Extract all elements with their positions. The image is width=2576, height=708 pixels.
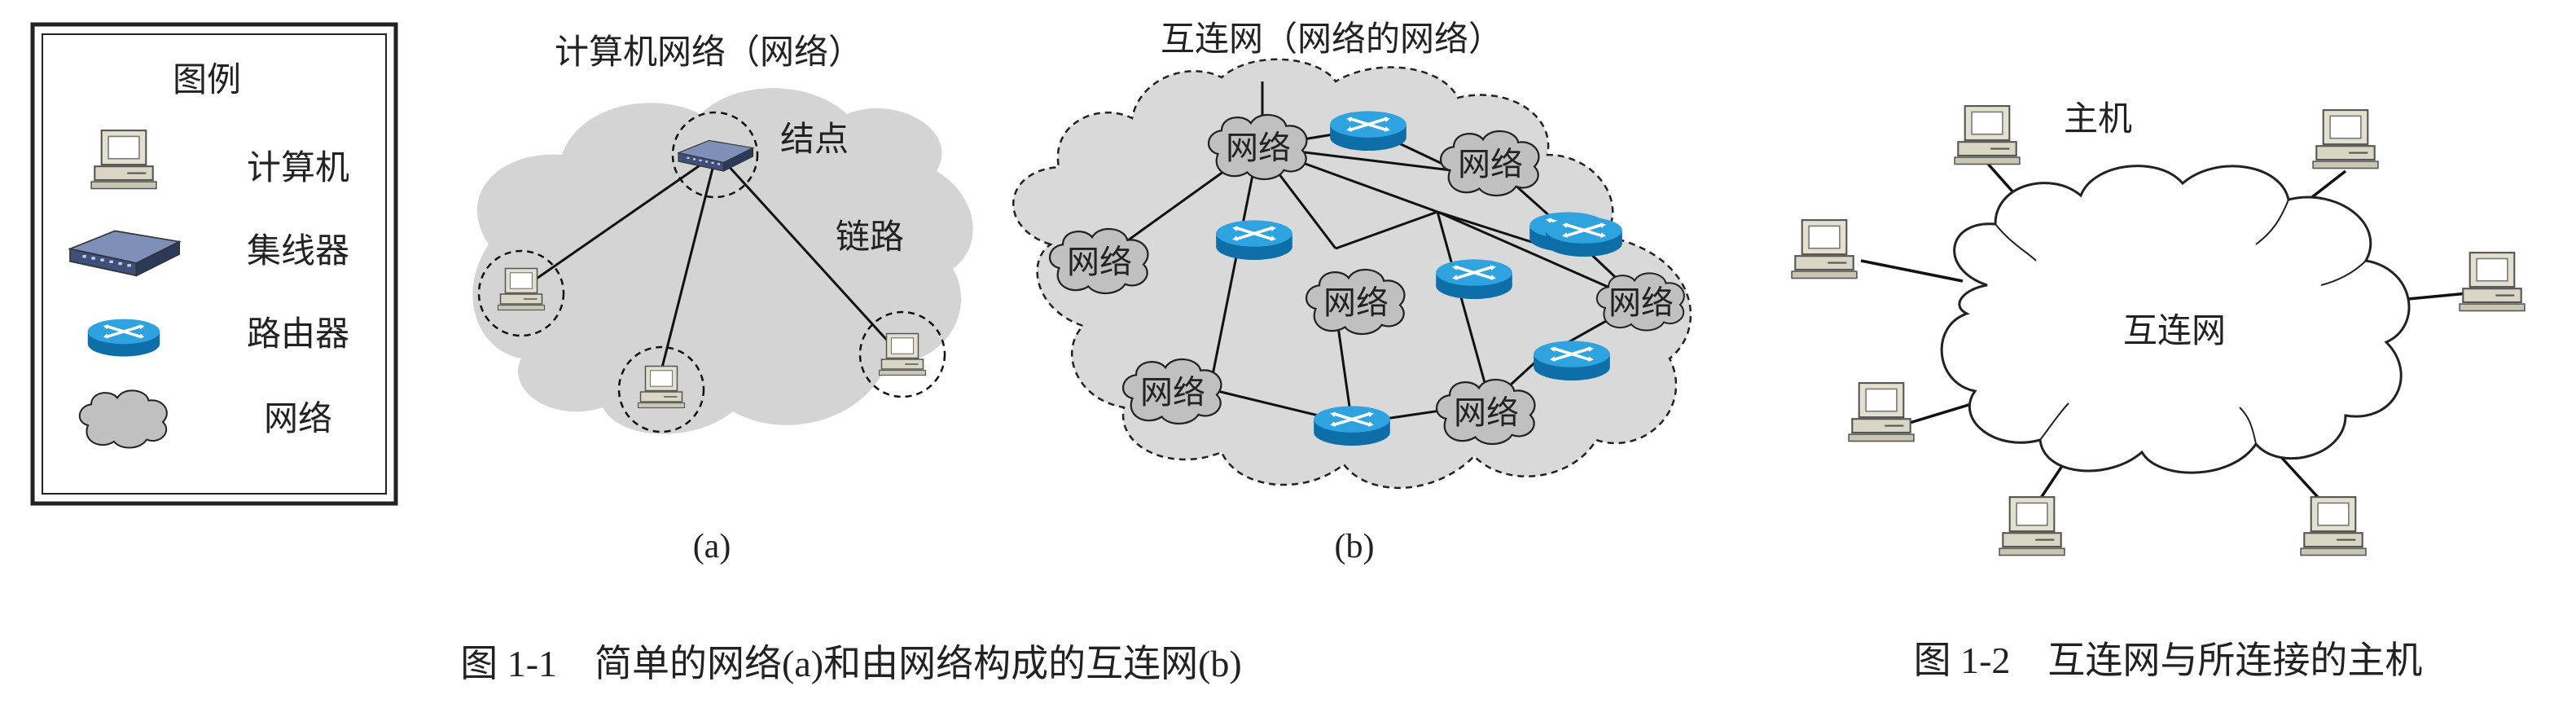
cloud-inner-line [1995,199,2367,445]
computer-icon [1848,382,1915,442]
node-circle [858,310,946,398]
network-label: 网络 [1608,284,1674,322]
legend-label-network: 网络 [264,398,332,438]
computer-icon [2459,252,2526,312]
link [660,158,717,372]
computer-icon [2312,109,2379,169]
node-circle [617,345,705,433]
legend-label-hub: 集线器 [247,231,349,270]
fig-b-title: 互连网（网络的网络） [1161,19,1503,59]
figure-hosts: 互连网 主机 [1791,99,2526,556]
node-circle [671,111,759,199]
router-icon [1312,404,1392,447]
computer-icon [878,332,927,376]
router-icon [1328,109,1408,152]
computer-icon [497,267,546,311]
link [717,153,902,356]
computer-icon [637,365,686,409]
computer-icon [1791,219,1858,279]
figure-1-1-caption: 图 1-1 简单的网络(a)和由网络构成的互连网(b) [460,643,1242,684]
figure-a: 计算机网络（网络） 结点 链路 (a) [472,32,973,565]
computer-icon [90,130,157,190]
router-icon [86,317,161,358]
figure-1-2-caption: 图 1-2 互连网与所连接的主机 [1914,640,2423,681]
legend-box: 图例 计算机 集线器 路由器 网络 [30,22,398,506]
fig-b-sublabel: (b) [1335,528,1375,565]
computer-icon [1954,105,2021,165]
link [520,153,716,291]
internet-cloud [1940,165,2411,474]
network-label: 网络 [1067,244,1132,281]
router-icon [1532,339,1612,382]
legend-label-router: 路由器 [247,314,349,354]
legend-label-computer: 计算机 [247,147,349,187]
legend-title: 图例 [173,59,241,99]
router-icon [1544,215,1624,258]
network-label: 网络 [1226,130,1291,167]
link-label: 链路 [836,217,904,257]
computer-icon [2300,496,2367,556]
network-label: 网络 [1458,146,1523,183]
network-label: 网络 [1140,374,1205,411]
network-cloud [472,88,973,434]
router-icon [1214,218,1294,262]
network-label: 网络 [1323,284,1389,322]
router-icon [1434,257,1514,301]
node-circle [477,249,565,337]
fig-a-title: 计算机网络（网络） [555,32,862,72]
node-label: 结点 [780,119,849,159]
network-label: 网络 [1454,394,1519,432]
figure-b: 互连网（网络的网络） 网络 网络 [1012,19,1692,565]
host-label: 主机 [2064,99,2132,139]
fig-a-sublabel: (a) [693,528,731,565]
computer-icon [1999,496,2065,556]
internet-label: 互连网 [2123,310,2226,350]
